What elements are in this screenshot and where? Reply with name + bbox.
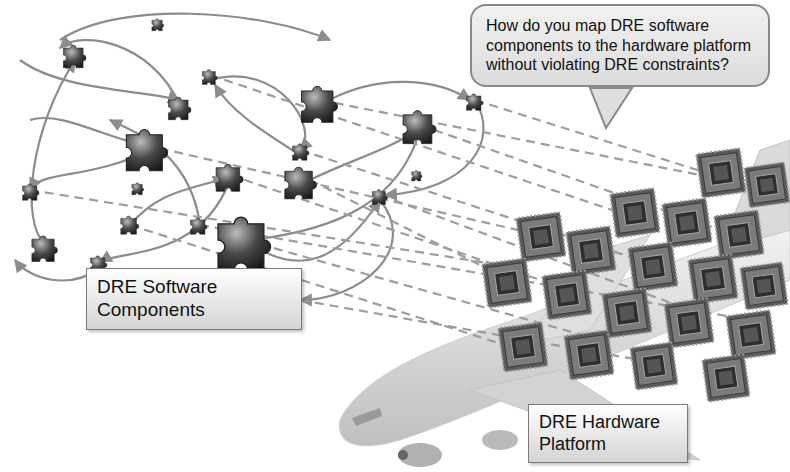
- node-text: DRE Software Components: [97, 276, 291, 322]
- processor-chips: [482, 148, 790, 402]
- software-label-box: DRE Software Components: [86, 268, 302, 330]
- bubble-tail: [590, 88, 632, 128]
- node-text: How do you map DRE software components t…: [486, 16, 754, 75]
- mapping-lines: [30, 75, 750, 360]
- hardware-label-box: DRE Hardware Platform: [528, 404, 688, 463]
- speech-bubble: How do you map DRE software components t…: [470, 4, 770, 87]
- puzzle-pieces: [23, 19, 484, 273]
- node-text: DRE Hardware Platform: [539, 412, 677, 455]
- airplane: [339, 140, 790, 467]
- dependency-arrows: [15, 14, 484, 300]
